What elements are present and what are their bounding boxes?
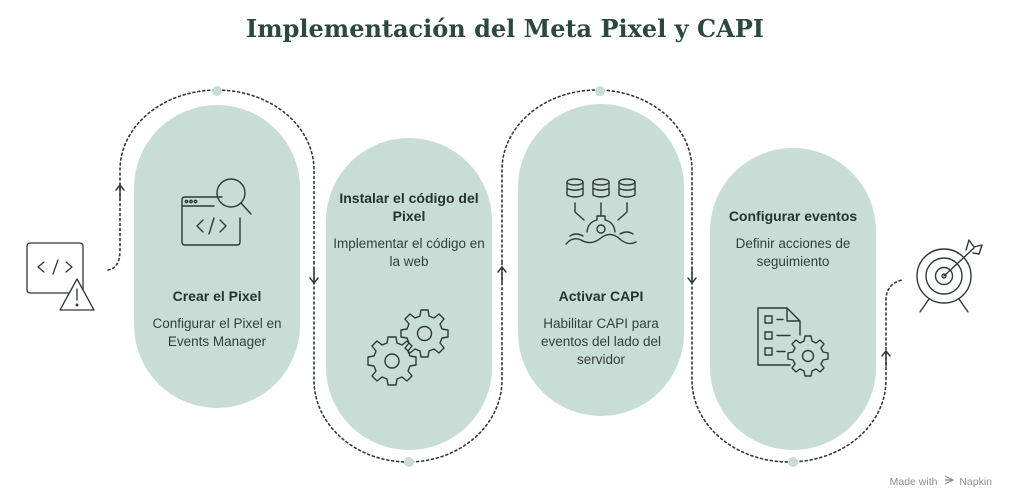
arrow-up-icon [497,265,507,283]
gears-icon [367,309,449,386]
step-3-title: Activar CAPI [558,288,644,304]
step-card-4 [710,148,876,450]
arrow-down-icon [309,267,319,285]
step-2: Instalar el código del Pixel Implementar… [329,189,489,271]
connector-dot [788,457,798,467]
step-2-title: Instalar el código del Pixel [339,190,479,224]
browser-search-icon [181,178,252,246]
step-4-description: Definir acciones de seguimiento [735,236,851,269]
checklist-gear-icon [757,307,829,377]
connector-dot [595,86,605,96]
footer-brand: Napkin [959,476,992,488]
arrow-up-icon [115,183,125,201]
step-2-description: Implementar el código en la web [333,236,485,269]
connector-dot [212,86,222,96]
connector-arc-1 [119,89,315,263]
footer-credit[interactable]: Made with Napkin [890,475,992,488]
step-1-title: Crear el Pixel [172,288,262,304]
step-3: Activar CAPI Habilitar CAPI para eventos… [521,287,681,369]
step-4-title: Configurar eventos [728,208,858,224]
code-warning-icon [26,242,95,311]
arrow-down-icon [687,267,697,285]
napkin-logo-icon [944,475,955,488]
diagram-title: Implementación del Meta Pixel y CAPI [246,14,764,43]
step-1-description: Configurar el Pixel en Events Manager [152,316,282,349]
footer-prefix: Made with [889,476,938,488]
arrow-up-icon [881,349,891,367]
step-1: Crear el Pixel Configurar el Pixel en Ev… [137,287,297,351]
connector-end [885,279,903,346]
database-server-icon [565,178,637,245]
connector-start [107,189,121,271]
step-3-description: Habilitar CAPI para eventos del lado del… [540,316,662,367]
step-4: Configurar eventos Definir acciones de s… [713,207,873,271]
target-icon [916,239,983,313]
step-card-3 [518,104,684,416]
step-card-2 [326,138,492,450]
connector-dot [404,457,414,467]
connector-arc-4 [691,261,887,463]
step-card-1 [134,105,300,408]
